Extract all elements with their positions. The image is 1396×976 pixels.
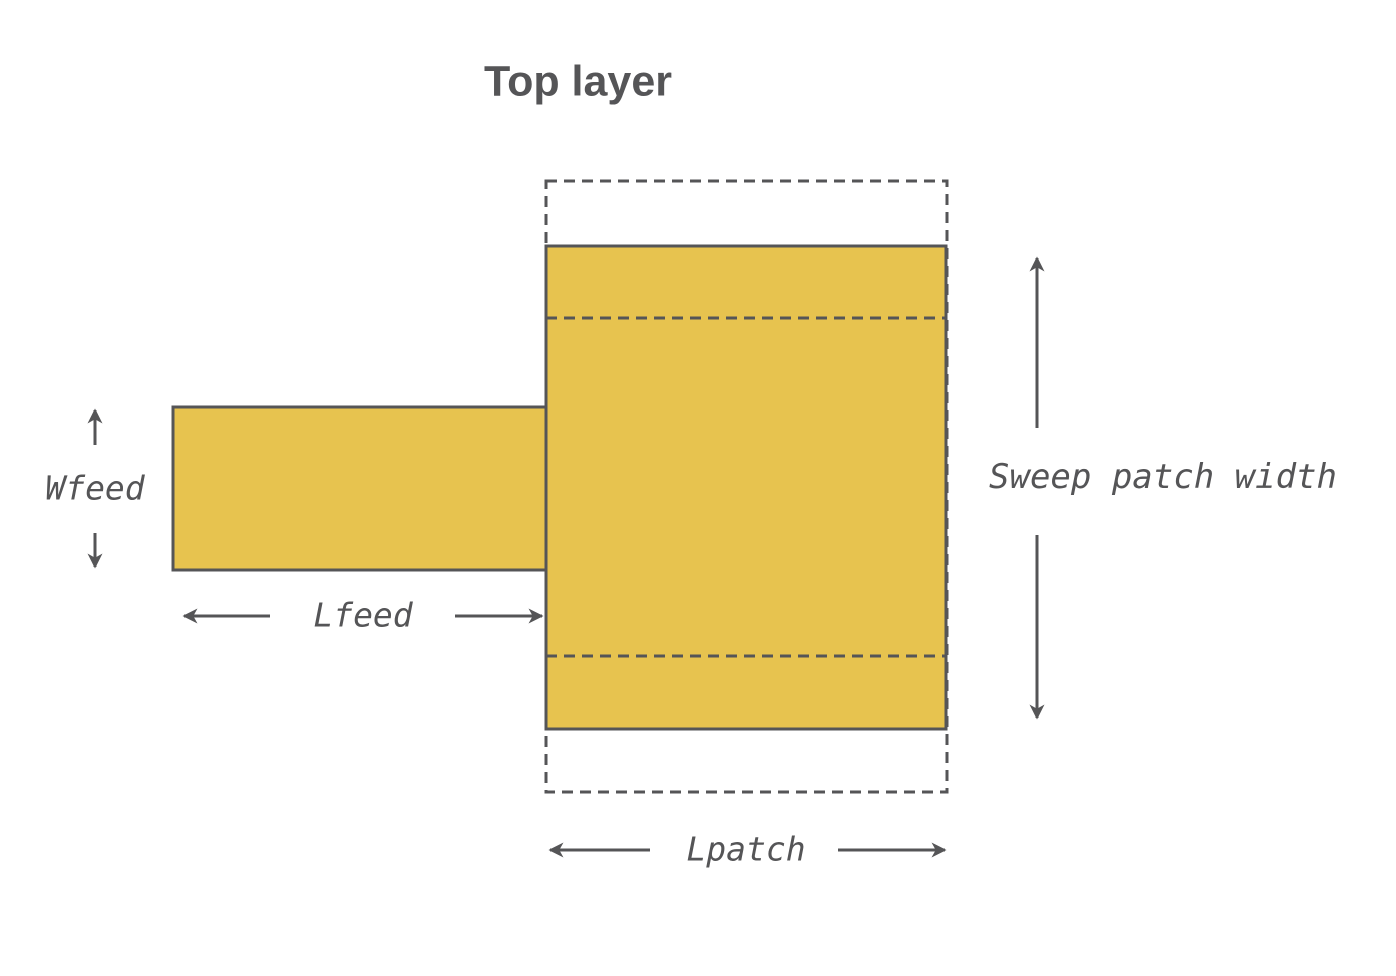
feed-line-rect xyxy=(171,405,548,572)
wfeed-label: Wfeed xyxy=(45,468,145,508)
diagram-title: Top layer xyxy=(484,57,672,106)
lfeed-label: Lfeed xyxy=(313,595,413,635)
sweep-patch-width-label: Sweep patch width xyxy=(989,457,1337,497)
patch-rect xyxy=(544,244,948,731)
lpatch-label: Lpatch xyxy=(686,829,806,869)
